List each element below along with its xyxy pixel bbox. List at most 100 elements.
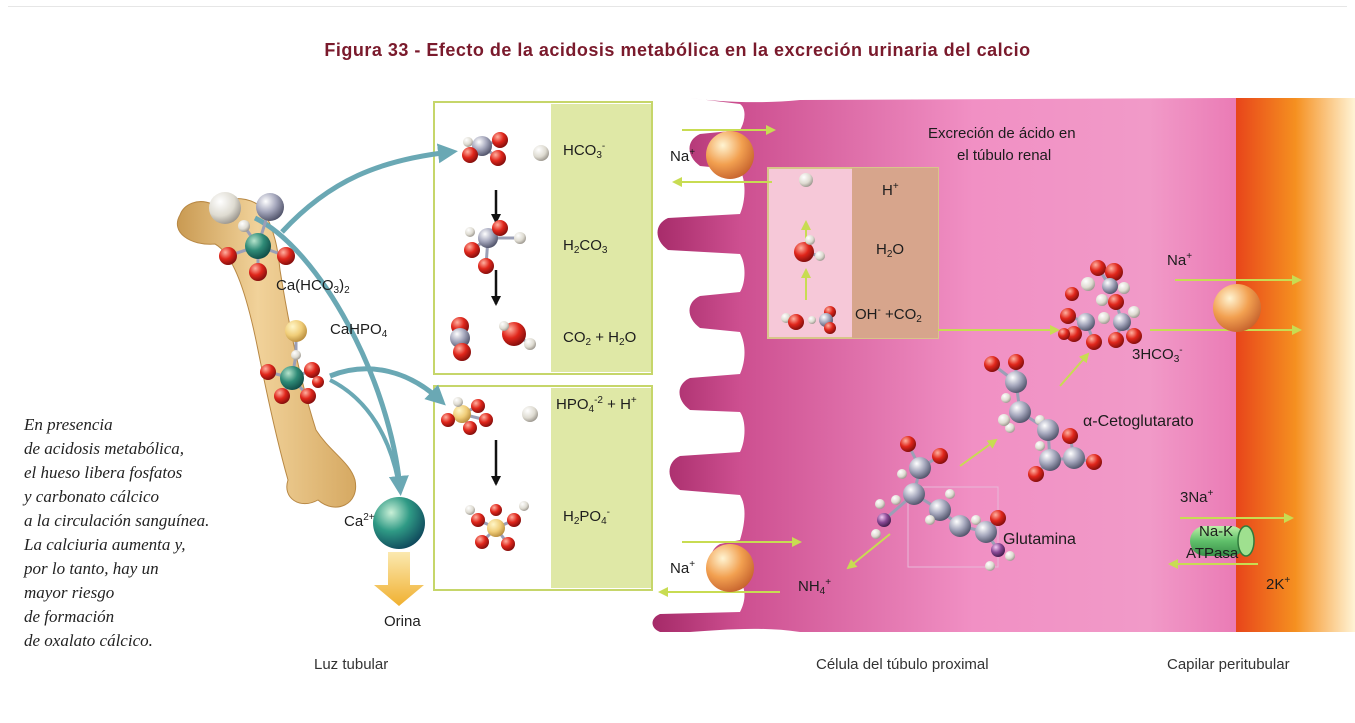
cahpo4-sub: 4	[381, 329, 388, 340]
molecule-atom	[478, 258, 494, 274]
na3-sup: +	[1207, 488, 1214, 499]
molecule-atom	[1086, 334, 1102, 350]
molecule-atom	[1081, 277, 1095, 291]
molecule-atom	[794, 242, 814, 262]
nh4-sup: +	[825, 577, 832, 588]
cahco3-pre: Ca(HCO	[276, 277, 334, 294]
nh4-label: NH4+	[798, 578, 831, 597]
molecule-atom	[808, 316, 816, 324]
explanation-line-1: En presencia	[24, 415, 113, 434]
molecule-atom	[464, 242, 480, 258]
na-top-sup: +	[689, 147, 696, 158]
molecule-atom	[280, 366, 304, 390]
oh-s1: 2	[916, 314, 922, 325]
hco3-label: HCO3-	[563, 142, 605, 161]
molecule-atom	[1001, 393, 1011, 403]
molecule-atom	[501, 537, 515, 551]
molecule-atom	[304, 362, 320, 378]
na-cap-sup: +	[1186, 251, 1193, 262]
molecule-atom	[1105, 263, 1123, 281]
figure-frame	[8, 6, 1347, 719]
explanation-text: En presencia de acidosis metabólica, el …	[24, 413, 314, 653]
h2co3-a: H	[563, 237, 574, 254]
hpo4-s1: 4	[588, 404, 595, 415]
molecule-atom	[453, 405, 471, 423]
molecule-atom	[492, 220, 508, 236]
molecule-atom	[1118, 282, 1130, 294]
molecule-atom	[949, 515, 971, 537]
molecule-atom	[219, 247, 237, 265]
molecule-atom	[533, 145, 549, 161]
hco3-3-sub: 3	[1173, 354, 1180, 365]
molecule-atom	[1077, 313, 1095, 331]
acid-box-h2o	[794, 235, 825, 262]
molecule-atom	[1008, 354, 1024, 370]
molecule-atom	[1128, 306, 1140, 318]
molecule-atom	[1005, 551, 1015, 561]
molecule-atom	[490, 150, 506, 166]
h2po4-b: PO	[579, 508, 602, 525]
orina-arrow	[374, 552, 424, 606]
molecule-atom	[985, 561, 995, 571]
hpo4-sup2: +	[630, 395, 637, 406]
molecule-atom	[1058, 328, 1070, 340]
acid-box-label-panel	[852, 168, 938, 338]
molecule-atom	[1039, 449, 1061, 471]
molecule-atom	[900, 436, 916, 452]
bicarbonate-cluster	[1058, 260, 1142, 350]
luz-tubular-label: Luz tubular	[314, 656, 389, 673]
glutamine-molecule	[871, 436, 1015, 571]
h2po4-s2: 4	[601, 516, 607, 527]
na-k-atpase-pump	[1190, 525, 1255, 557]
na-cap-pre: Na	[1167, 252, 1187, 269]
molecule-atom	[799, 173, 813, 187]
acid-box-h-atom	[799, 173, 813, 187]
explanation-line-2: de acidosis metabólica,	[24, 439, 185, 458]
co2-a: CO	[563, 329, 586, 346]
oh-co2-label: OH- +CO2	[855, 306, 922, 325]
molecule-atom	[472, 136, 492, 156]
molecule-atom	[245, 233, 271, 259]
h-plus-label: H+	[882, 182, 899, 199]
na-label-top: Na+	[670, 147, 696, 165]
figure-title-text: Figura 33 - Efecto de la acidosis metabó…	[324, 40, 1031, 60]
h2po4-label: H2PO4-	[563, 508, 610, 527]
h2co3-s2: 3	[601, 245, 608, 256]
na-bottom-sup: +	[689, 559, 696, 570]
molecule-atom	[479, 413, 493, 427]
h2co3-label: H2CO3	[563, 238, 607, 256]
h2o-a: H	[876, 241, 887, 258]
arrow-phosphate-to-calcium	[329, 378, 400, 481]
molecule-atom	[524, 338, 536, 350]
pump-line1: Na-K	[1199, 523, 1234, 540]
molecule-atom	[1126, 328, 1142, 344]
molecule-atom	[300, 388, 316, 404]
molecule-atom	[514, 232, 526, 244]
h2o-b: O	[892, 241, 905, 258]
molecule-atom	[824, 322, 836, 334]
explanation-line-4: y carbonato cálcico	[24, 487, 160, 506]
na3-pre: 3Na	[1180, 489, 1208, 506]
molecule-atom	[1108, 332, 1124, 348]
k2-label: 2K+	[1266, 576, 1290, 593]
molecule-atom	[499, 321, 509, 331]
molecule-atom	[238, 220, 250, 232]
molecule-atom	[929, 499, 951, 521]
na-label-bottom: Na+	[670, 559, 696, 577]
molecule-atom	[1090, 260, 1106, 276]
molecule-atom	[945, 489, 955, 499]
cahco3-sub2: 2	[344, 285, 350, 296]
molecule-atom	[984, 356, 1000, 372]
calcium-label: Ca2+	[344, 512, 375, 530]
explanation-line-5: a la circulación sanguínea.	[24, 511, 210, 530]
oh-a: OH	[855, 306, 878, 323]
hco3-sub: 3	[596, 150, 602, 161]
calcium-sup: 2+	[363, 512, 375, 523]
bone-bicarbonate-molecule	[209, 192, 295, 281]
h-plus-pre: H	[882, 182, 893, 199]
arrow-to-box-bottom	[329, 366, 446, 406]
molecule-atom	[788, 314, 804, 330]
molecule-atom	[1065, 287, 1079, 301]
